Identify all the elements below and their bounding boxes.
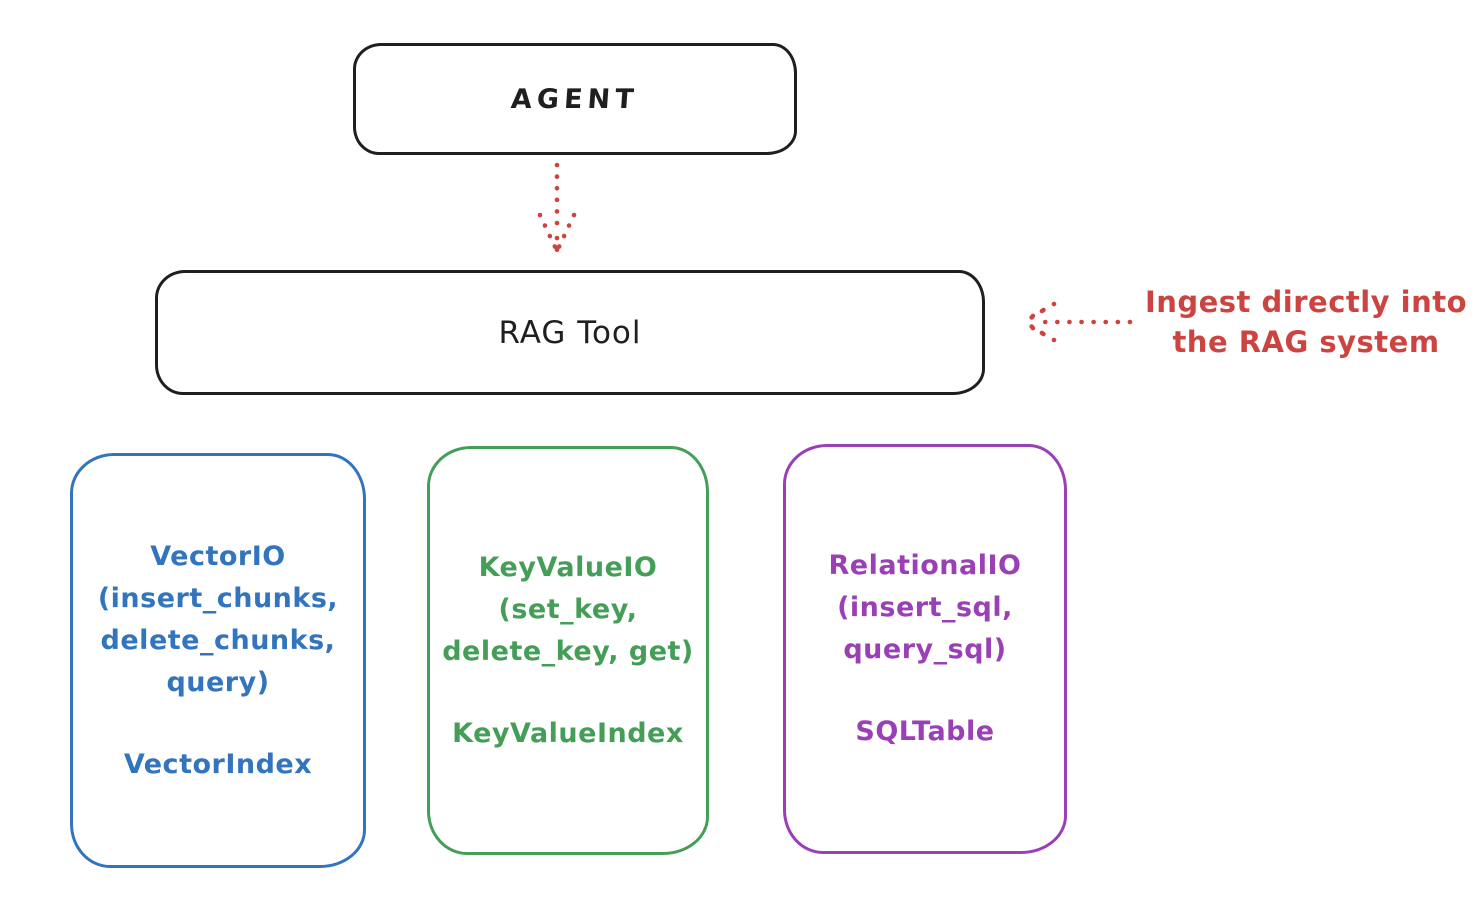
backend-line: RelationalIO bbox=[828, 550, 1022, 581]
ingest-annotation-line1: Ingest directly into bbox=[1144, 285, 1468, 319]
backend-line: (insert_sql, bbox=[837, 592, 1013, 623]
relational-io-node: RelationalIO (insert_sql, query_sql) SQL… bbox=[783, 444, 1067, 854]
backend-index-label: VectorIndex bbox=[123, 748, 313, 780]
text-gap bbox=[442, 673, 694, 713]
ingest-annotation: Ingest directly into the RAG system bbox=[1130, 282, 1482, 362]
backend-line: (set_key, bbox=[498, 593, 638, 625]
vector-io-text: VectorIO (insert_chunks, delete_chunks, … bbox=[98, 536, 338, 786]
text-gap bbox=[829, 671, 1022, 711]
backend-index-label: KeyValueIndex bbox=[452, 717, 684, 749]
backend-line: delete_chunks, bbox=[100, 624, 336, 656]
text-gap bbox=[98, 704, 338, 744]
backend-line: KeyValueIO bbox=[478, 551, 658, 583]
key-value-io-node: KeyValueIO (set_key, delete_key, get) Ke… bbox=[427, 446, 709, 855]
backend-index-label: SQLTable bbox=[855, 716, 995, 747]
rag-tool-label: RAG Tool bbox=[498, 314, 642, 351]
vector-io-node: VectorIO (insert_chunks, delete_chunks, … bbox=[70, 453, 366, 868]
dotted-down-arrow-icon bbox=[537, 162, 577, 258]
backend-line: VectorIO bbox=[150, 540, 286, 572]
backend-line: (insert_chunks, bbox=[97, 582, 339, 614]
key-value-io-text: KeyValueIO (set_key, delete_key, get) Ke… bbox=[442, 547, 694, 755]
rag-tool-node: RAG Tool bbox=[155, 270, 985, 395]
agent-node: AGENT bbox=[353, 43, 797, 155]
annotation-to-rag-arrow bbox=[1012, 294, 1144, 356]
backend-line: query) bbox=[166, 666, 270, 698]
dotted-left-arrow-icon bbox=[1021, 301, 1133, 343]
relational-io-text: RelationalIO (insert_sql, query_sql) SQL… bbox=[829, 545, 1022, 753]
ingest-annotation-line2: the RAG system bbox=[1172, 325, 1440, 359]
agent-to-rag-arrow bbox=[530, 160, 584, 266]
backend-line: delete_key, get) bbox=[442, 635, 694, 667]
backend-line: query_sql) bbox=[843, 634, 1007, 665]
agent-label: AGENT bbox=[510, 83, 640, 115]
